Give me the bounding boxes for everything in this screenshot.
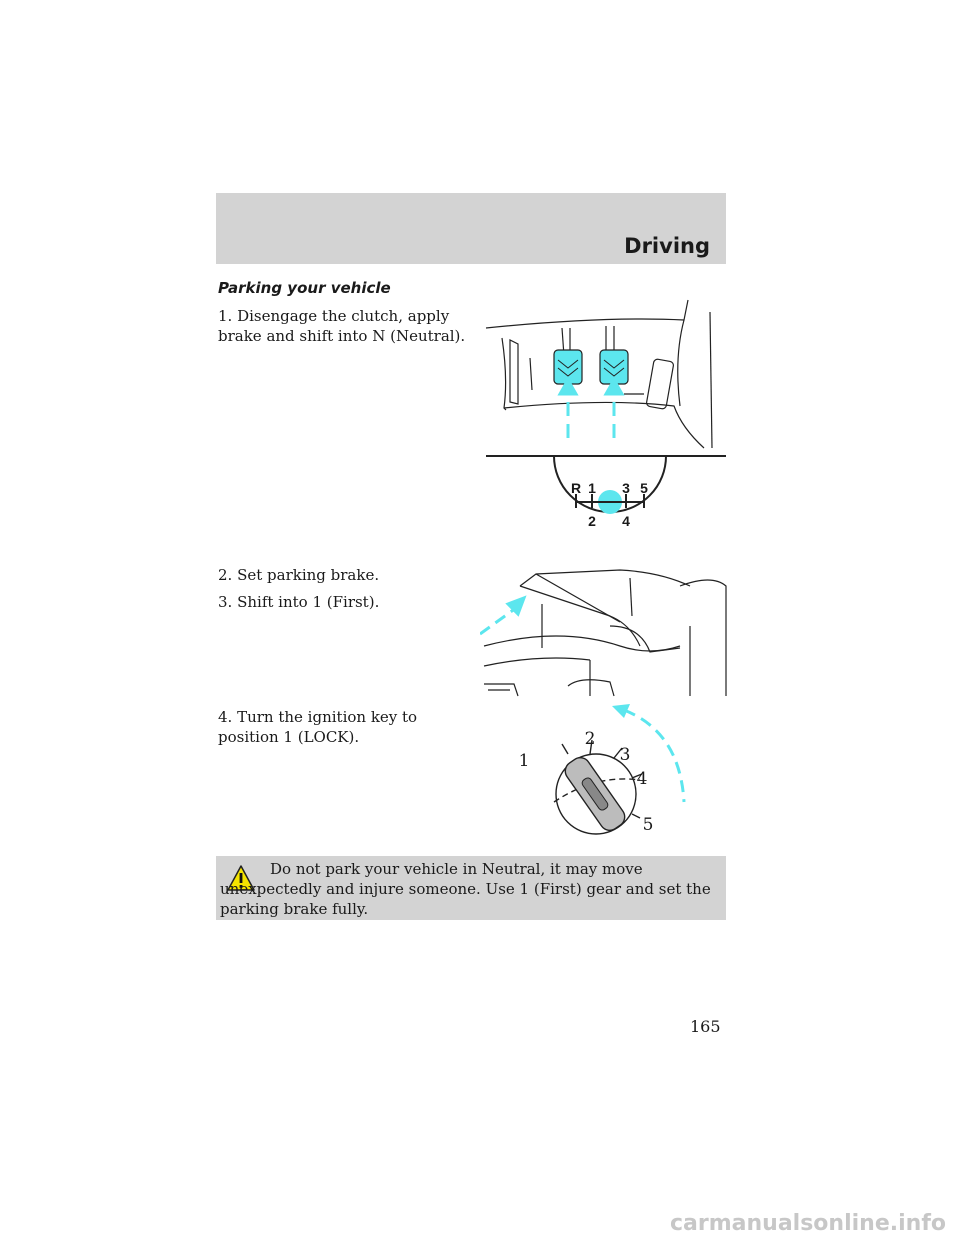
gear-label-3: 3 [622, 480, 630, 496]
position-1-tick [561, 743, 569, 755]
parking-brake-illustration [480, 569, 727, 697]
watermark: carmanualsonline.info [0, 1209, 960, 1242]
rotation-arrow [623, 708, 686, 803]
position-2-tick [589, 739, 593, 755]
position-5-tick [631, 813, 641, 819]
figure-divider [486, 455, 726, 457]
ignition-position-1: 1 [519, 751, 530, 771]
step-4-text: 4. Turn the ignition key to position 1 (… [218, 708, 418, 746]
step-1-text: 1. Disengage the clutch, apply brake and… [218, 307, 466, 345]
warning-box: Do not park your vehicle in Neutral, it … [216, 856, 726, 920]
warning-text: Do not park your vehicle in Neutral, it … [220, 860, 711, 918]
warning-icon [227, 865, 255, 891]
gear-label-2: 2 [588, 513, 596, 529]
shift-pattern-illustration: R 1 3 5 2 4 [553, 456, 667, 529]
ignition-position-3: 3 [620, 745, 631, 765]
section-title: Driving [624, 234, 710, 258]
step-3-text: 3. Shift into 1 (First). [218, 593, 380, 611]
gear-label-1: 1 [588, 480, 596, 496]
header-band: Driving [216, 193, 726, 264]
watermark-text: carmanualsonline.info [670, 1211, 946, 1236]
gear-label-4: 4 [622, 513, 630, 529]
position-4-tick [631, 773, 643, 779]
gear-label-R: R [571, 480, 581, 496]
step-2-text: 2. Set parking brake. [218, 566, 380, 584]
gear-label-5: 5 [640, 480, 648, 496]
pedals-illustration [485, 299, 713, 449]
ignition-position-5: 5 [643, 815, 654, 835]
ignition-position-2: 2 [585, 729, 596, 749]
section-subheading: Parking your vehicle [218, 279, 391, 297]
ignition-position-4: 4 [637, 769, 648, 789]
position-3-tick [613, 747, 623, 759]
ignition-illustration: 1 2 3 4 5 [519, 704, 686, 835]
page-number: 165 [690, 1017, 721, 1036]
